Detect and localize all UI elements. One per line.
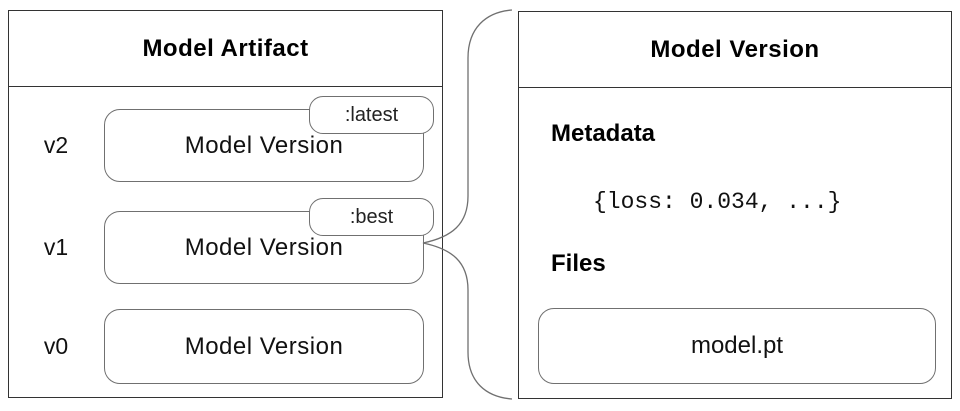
files-heading: Files <box>551 250 606 277</box>
version-label-v0: v0 <box>43 333 69 359</box>
metadata-heading: Metadata <box>551 120 656 147</box>
alias-badge-best-text: :best <box>349 205 394 228</box>
alias-badge-latest: :latest <box>309 96 434 134</box>
model-version-panel: Model Version Metadata {loss: 0.034, ...… <box>518 11 952 399</box>
model-artifact-title: Model Artifact <box>142 34 309 62</box>
model-version-node-v1-text: Model Version <box>184 233 344 261</box>
model-version-node-v0: Model Version <box>104 309 424 384</box>
file-node-model-pt-text: model.pt <box>690 332 784 359</box>
model-version-node-v2-text: Model Version <box>184 131 344 159</box>
version-label-v2: v2 <box>43 132 69 158</box>
model-version-header: Model Version <box>519 12 951 88</box>
model-artifact-header: Model Artifact <box>9 11 442 87</box>
metadata-value: {loss: 0.034, ...} <box>593 189 842 215</box>
model-artifact-panel: Model Artifact v2 Model Version :latest … <box>8 10 443 398</box>
alias-badge-best: :best <box>309 198 434 236</box>
model-version-title: Model Version <box>650 35 820 63</box>
alias-badge-latest-text: :latest <box>344 103 399 126</box>
version-label-v1: v1 <box>43 234 69 260</box>
file-node-model-pt: model.pt <box>538 308 936 384</box>
model-version-node-v0-text: Model Version <box>184 332 344 360</box>
